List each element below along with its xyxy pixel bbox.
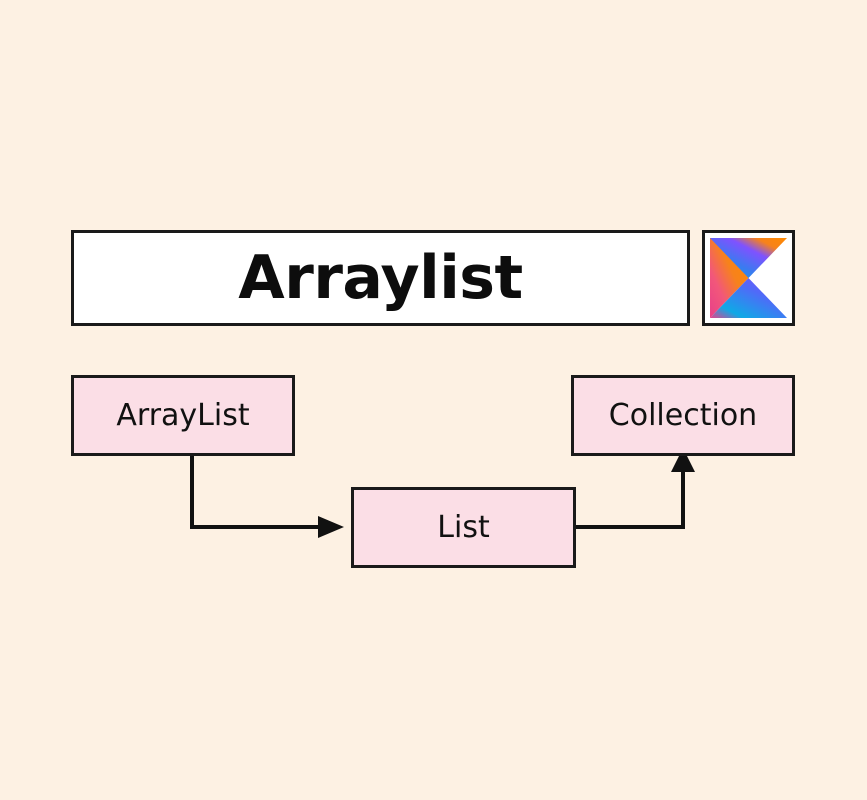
node-list: List <box>351 487 576 568</box>
edge-arraylist-to-list <box>190 456 344 538</box>
node-arraylist: ArrayList <box>71 375 295 456</box>
node-arraylist-label: ArrayList <box>116 397 250 433</box>
node-collection-label: Collection <box>608 397 758 433</box>
page-title: Arraylist <box>238 243 523 313</box>
title-banner: Arraylist <box>71 230 690 326</box>
node-list-label: List <box>437 509 490 545</box>
node-collection: Collection <box>571 375 795 456</box>
kotlin-logo-icon <box>710 238 787 318</box>
edge-list-to-collection <box>576 448 695 529</box>
kotlin-logo-tile <box>702 230 795 326</box>
